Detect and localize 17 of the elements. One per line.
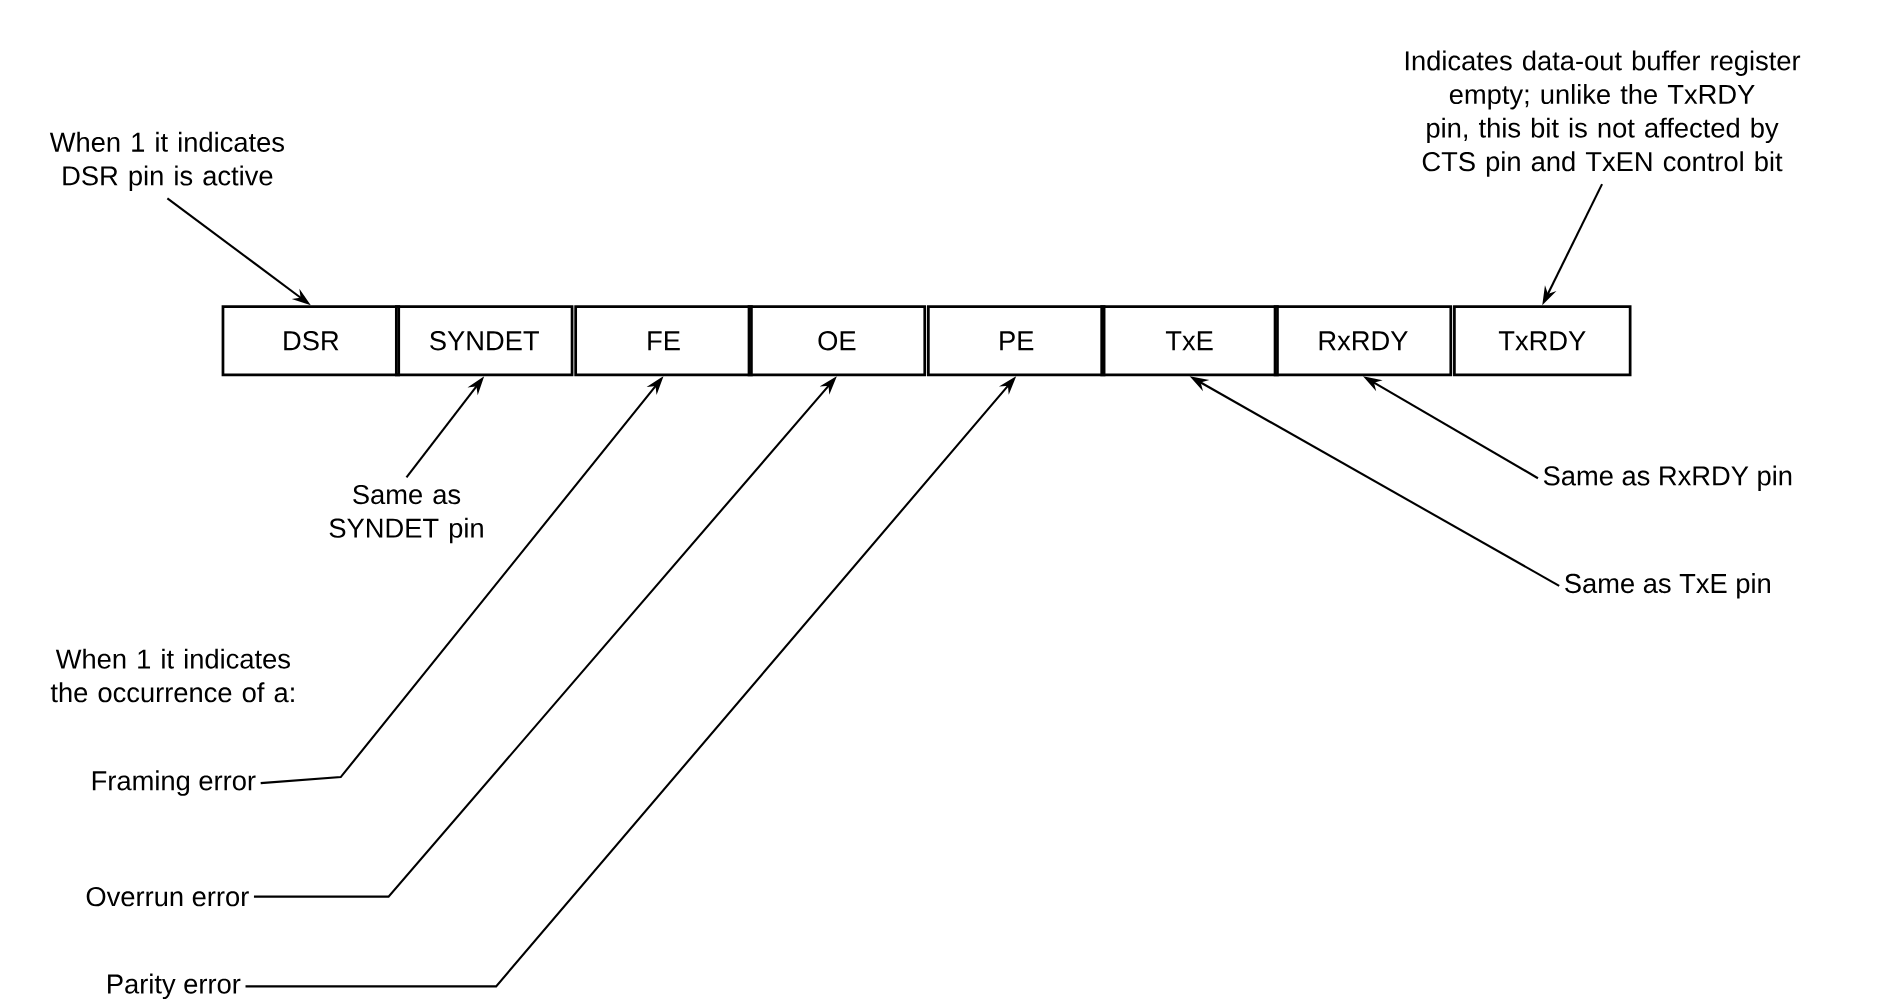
register-cell: TxE — [1100, 305, 1279, 377]
register-cell: PE — [927, 305, 1106, 377]
note-text: When 1 it indicates the occurrence of a: — [50, 648, 294, 703]
register-cell: RxRDY — [1273, 305, 1453, 377]
register-cell: DSR — [221, 305, 401, 377]
annotation-text: Same as SYNDET pin — [329, 484, 483, 544]
register-cell: OE — [747, 305, 927, 377]
annotation-text: Same as RxRDY pin — [1543, 465, 1792, 491]
annotation-text: Framing error — [92, 770, 256, 796]
register-cell: FE — [574, 305, 753, 377]
register-cell: TxRDY — [1453, 305, 1632, 377]
annotation-text: When 1 it indicates DSR pin is active — [49, 131, 284, 191]
register-cell: SYNDET — [394, 305, 574, 377]
annotation-text: Parity error — [108, 973, 241, 999]
annotation-text: Overrun error — [86, 886, 249, 907]
annotation-text: Same as TxE pin — [1565, 572, 1770, 599]
annotation-text: Indicates data-out buffer register empty; unlike the TxRDY pin, this bit is not affected by CTS pin and TxEN control bit — [1405, 50, 1801, 177]
